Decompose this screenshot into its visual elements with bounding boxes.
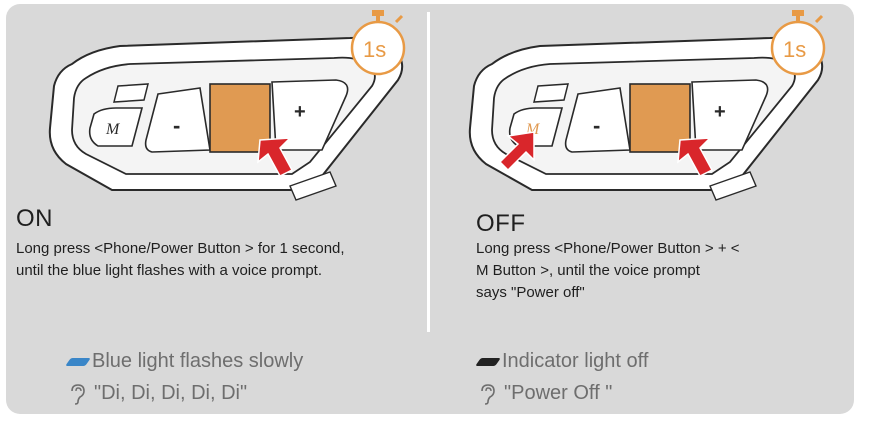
- instruction-text: Long press <Phone/Power Button > for 1 s…: [16, 240, 345, 279]
- minus-button-label: -: [173, 113, 180, 138]
- led-window: [113, 83, 149, 103]
- timer-icon: 1s: [770, 10, 826, 76]
- light-off-icon: [475, 357, 501, 366]
- timer-label: 1s: [783, 37, 806, 62]
- press-arrow-icon: [677, 137, 714, 177]
- minus-button[interactable]: [564, 87, 631, 153]
- timer-icon: 1s: [350, 10, 406, 76]
- voice-prompt-row: "Power Off ": [478, 382, 612, 405]
- plus-button-label: +: [294, 101, 306, 123]
- mode-title: ON: [16, 205, 53, 232]
- voice-prompt-row: "Di, Di, Di, Di, Di": [68, 382, 247, 405]
- press-arrow-icon: [498, 131, 535, 172]
- light-status-text: Blue light flashes slowly: [92, 350, 304, 372]
- voice-prompt-text: "Power Off ": [504, 382, 613, 404]
- plus-button[interactable]: [271, 79, 349, 151]
- voice-prompt-text: "Di, Di, Di, Di, Di": [94, 382, 248, 404]
- minus-button-label: -: [593, 113, 600, 138]
- light-status-row: Indicator light off: [475, 350, 649, 373]
- minus-button[interactable]: [144, 87, 211, 153]
- light-status-text: Indicator light off: [502, 350, 649, 372]
- plus-button-label: +: [714, 101, 726, 123]
- ear-icon: [481, 383, 495, 405]
- intercom-device-illustration: M - + 1s: [468, 10, 826, 201]
- light-status-row: Blue light flashes slowly: [65, 350, 304, 373]
- timer-label: 1s: [363, 37, 386, 62]
- plus-button[interactable]: [691, 79, 769, 151]
- m-button-label: M: [105, 121, 121, 138]
- side-clip: [289, 171, 337, 201]
- m-button[interactable]: [88, 107, 144, 147]
- press-arrow-icon: [257, 137, 294, 177]
- side-clip: [709, 171, 757, 201]
- panel-divider: [427, 12, 430, 332]
- power-off-panel: M - + 1s OFF Long press <Phone/Power But…: [430, 0, 871, 423]
- led-window: [533, 83, 569, 103]
- blue-light-icon: [65, 357, 91, 366]
- intercom-device-illustration: M - + 1s: [48, 10, 406, 201]
- ear-icon: [71, 383, 85, 405]
- instruction-text: Long press <Phone/Power Button > + < M B…: [476, 240, 740, 301]
- power-on-panel: M - + 1s ON Long press <Phone/Power Butt…: [0, 0, 430, 423]
- mode-title: OFF: [476, 210, 526, 237]
